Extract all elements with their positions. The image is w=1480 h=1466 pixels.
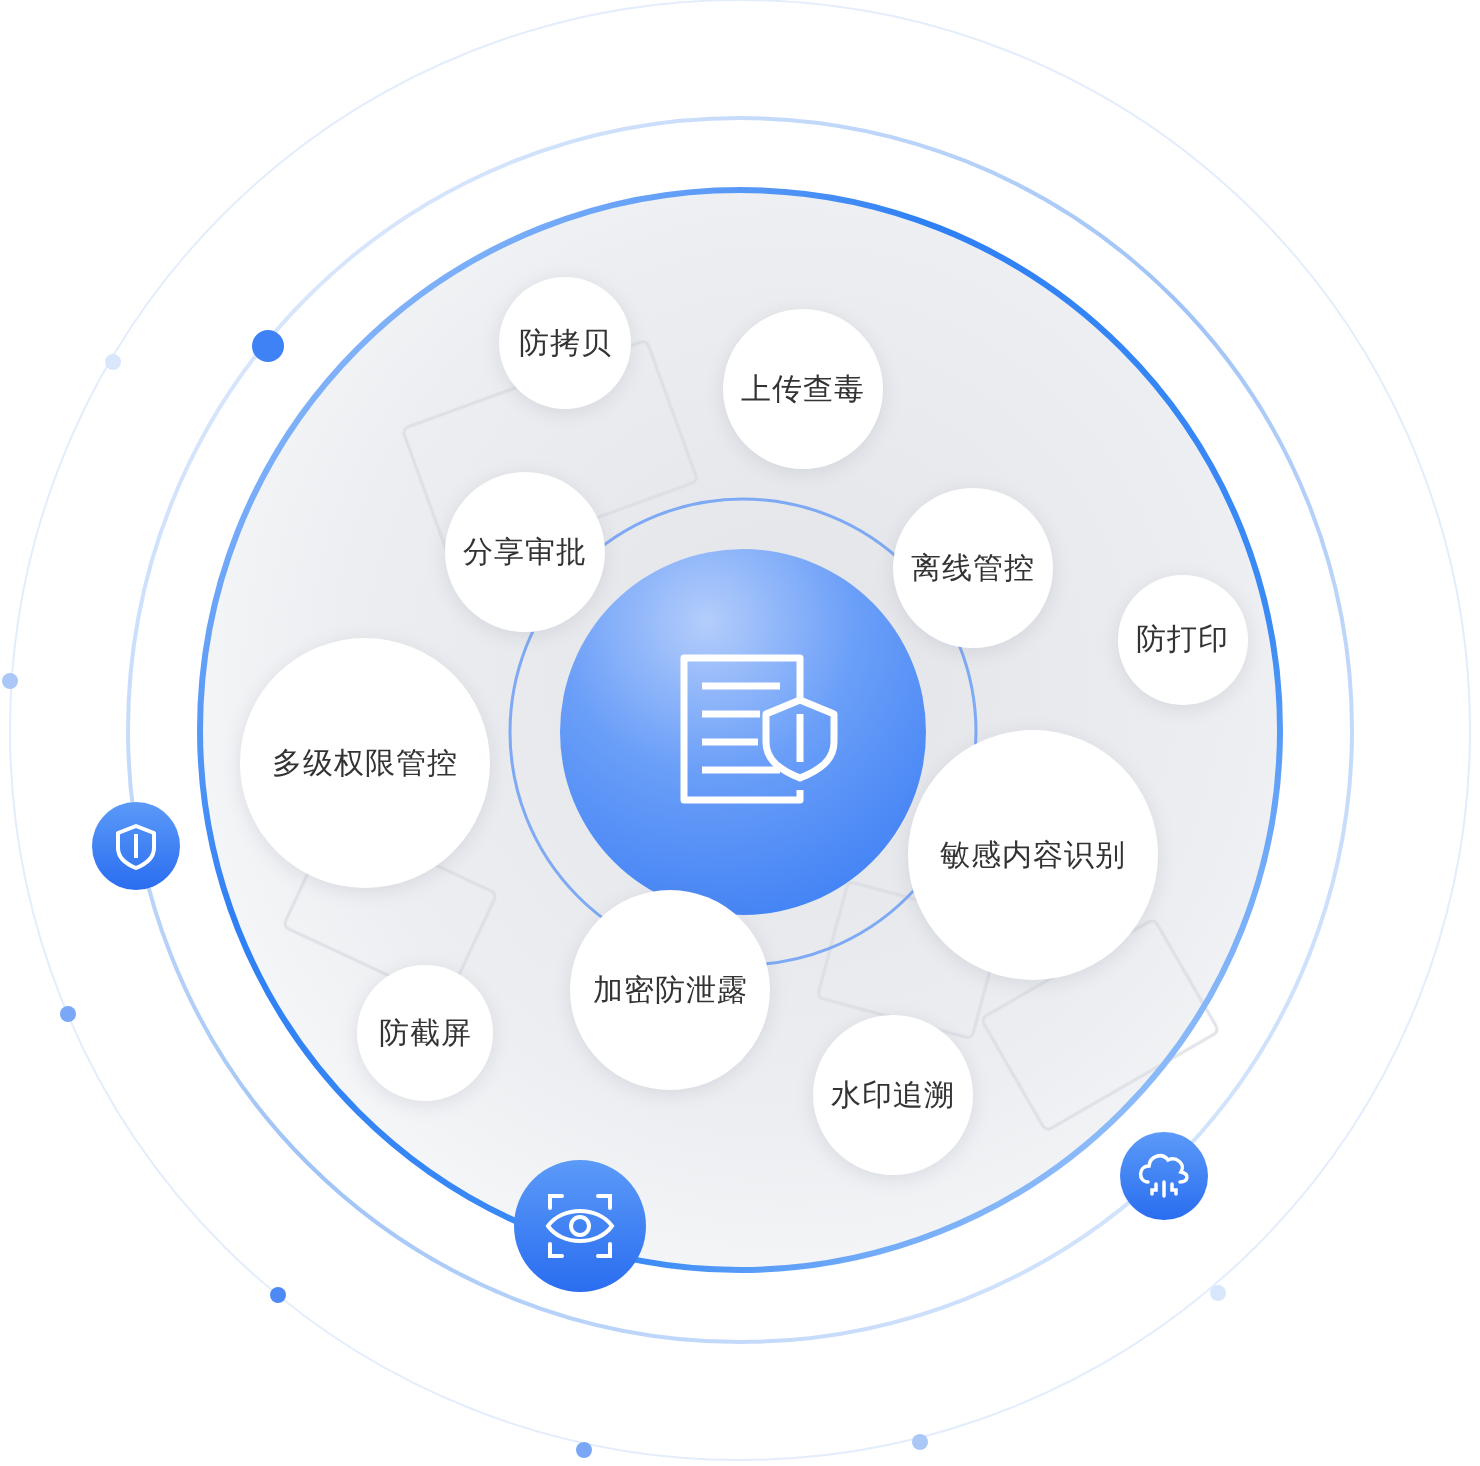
- feature-circle: 敏感内容识别: [908, 730, 1158, 980]
- feature-label: 防截屏: [379, 1013, 472, 1054]
- feature-label: 离线管控: [911, 548, 1035, 589]
- feature-label: 加密防泄露: [593, 970, 748, 1011]
- feature-circle: 防打印: [1118, 575, 1248, 705]
- feature-circle: 上传查毒: [723, 309, 883, 469]
- feature-label: 防打印: [1136, 619, 1229, 660]
- feature-circle: 水印追溯: [813, 1015, 973, 1175]
- feature-label: 敏感内容识别: [940, 835, 1126, 876]
- feature-label: 上传查毒: [741, 369, 865, 410]
- feature-label: 水印追溯: [831, 1075, 955, 1116]
- feature-circle: 分享审批: [445, 472, 605, 632]
- feature-circle: 防拷贝: [499, 277, 631, 409]
- feature-circle: 防截屏: [357, 965, 493, 1101]
- feature-circle: 多级权限管控: [240, 638, 490, 888]
- feature-circle: 离线管控: [893, 488, 1053, 648]
- feature-label: 防拷贝: [519, 323, 612, 364]
- feature-circle: 加密防泄露: [570, 890, 770, 1090]
- feature-label: 分享审批: [463, 532, 587, 573]
- feature-label: 多级权限管控: [272, 743, 458, 784]
